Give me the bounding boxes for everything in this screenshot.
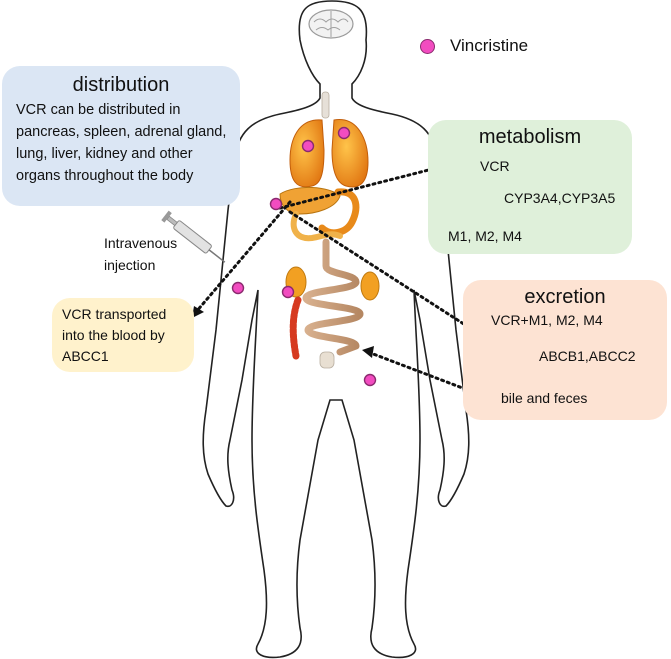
distribution-box: distribution VCR can be distributed in p… <box>2 66 240 206</box>
metabolism-box: metabolism VCR CYP3A4,CYP3A5 M1, M2, M4 <box>428 120 632 254</box>
small-intestine-graphic <box>302 238 364 356</box>
vincristine-dot-lung-right <box>337 126 351 140</box>
duodenum-graphic <box>290 211 343 242</box>
arrow-to-excretion <box>288 210 472 330</box>
distribution-line: lung, liver, kidney and other <box>16 146 193 162</box>
distribution-title: distribution <box>72 74 170 96</box>
vincristine-dot-liver <box>269 197 283 211</box>
metabolism-products: M1, M2, M4 <box>448 228 522 244</box>
excretion-title: excretion <box>524 286 606 308</box>
vincristine-dots <box>231 126 377 387</box>
right-kidney-graphic <box>360 271 380 301</box>
syringe-graphic <box>161 210 226 263</box>
arrowhead-blood <box>192 306 204 318</box>
excretion-route: bile and feces <box>501 390 588 406</box>
colon-graphic <box>289 296 302 360</box>
arrowhead-intestine <box>362 346 374 358</box>
metabolism-title: metabolism <box>478 126 582 148</box>
transport-line: ABCC1 <box>62 348 109 364</box>
trachea-graphic <box>321 91 330 119</box>
excretion-substrate: VCR+M1, M2, M4 <box>491 312 603 328</box>
transport-line: into the blood by <box>62 327 165 343</box>
arrow-from-bile <box>366 350 496 402</box>
injection-label: Intravenous injection <box>104 232 177 276</box>
right-lung-graphic <box>331 119 369 188</box>
excretion-box: excretion VCR+M1, M2, M4 ABCB1,ABCC2 bil… <box>463 280 667 420</box>
blood-transport-box: VCR transported into the blood by ABCC1 <box>52 298 194 372</box>
metabolism-substrate: VCR <box>480 158 510 174</box>
legend-label: Vincristine <box>450 36 529 55</box>
transport-line: VCR transported <box>62 306 167 322</box>
distribution-line: organs throughout the body <box>16 168 194 184</box>
brain-graphic <box>308 9 354 39</box>
metabolism-enzymes: CYP3A4,CYP3A5 <box>504 190 616 206</box>
injection-line: Intravenous <box>104 235 178 251</box>
distribution-line: pancreas, spleen, adrenal gland, <box>16 124 227 140</box>
distribution-line: VCR can be distributed in <box>16 102 181 118</box>
arrow-to-blood-transport <box>194 200 292 314</box>
flow-arrows <box>194 162 496 402</box>
body-outline <box>202 0 470 659</box>
rectum-graphic <box>319 351 335 369</box>
distribution-text: VCR can be distributed in pancreas, sple… <box>16 99 226 187</box>
transport-text: VCR transported into the blood by ABCC1 <box>62 304 166 367</box>
vincristine-dot-gut <box>363 373 377 387</box>
arrow-to-metabolism <box>278 162 454 210</box>
vincristine-legend-icon <box>420 39 435 54</box>
injection-line: injection <box>104 257 156 273</box>
vincristine-dot-blood <box>231 281 245 295</box>
vincristine-dot-kidney <box>281 285 295 299</box>
vincristine-dot-lung-left <box>301 139 315 153</box>
excretion-transporters: ABCB1,ABCC2 <box>539 348 636 364</box>
left-lung-graphic <box>289 119 325 188</box>
